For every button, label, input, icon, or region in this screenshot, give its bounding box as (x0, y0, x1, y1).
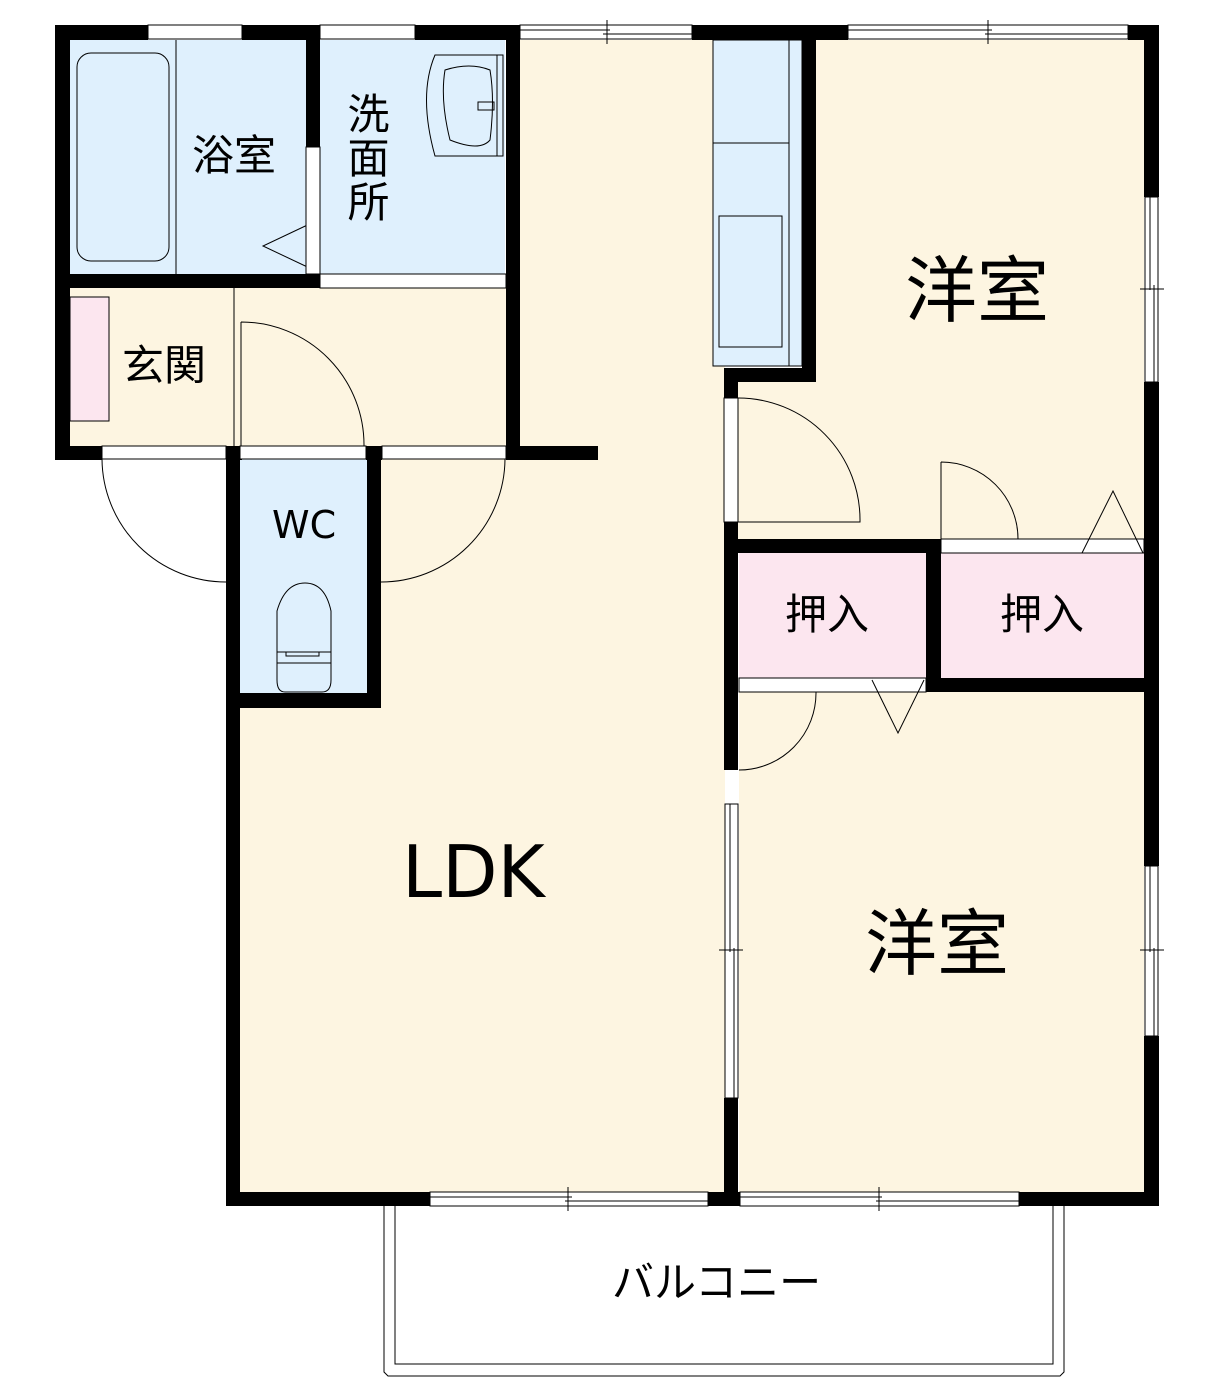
window-room-south-side (1144, 865, 1159, 1037)
room-label-closet-left: 押入 (785, 590, 870, 639)
closet-right-floor (941, 553, 1144, 678)
western-room-north-floor (816, 40, 1144, 540)
door-swing-hall (240, 321, 365, 447)
shoe-cabinet (69, 296, 110, 422)
room-label-toilet: WC (272, 503, 337, 547)
room-label-bathroom: 浴室 (192, 131, 277, 180)
wash-basin-icon (426, 54, 504, 157)
stove-icon (718, 215, 783, 348)
window-ldk-top (519, 24, 693, 40)
western-room-south-floor (739, 692, 1144, 1192)
walls (55, 25, 1159, 1206)
folding-door-icon (261, 219, 319, 273)
room-label-western-north: 洋室 (905, 249, 1050, 333)
bathtub-icon (76, 52, 170, 262)
room-label-entrance: 玄関 (122, 341, 207, 390)
washroom-floor (320, 40, 505, 274)
window-ldk-balcony (429, 1191, 709, 1207)
window-bathroom (147, 24, 243, 40)
closet-left-floor (739, 553, 926, 678)
room-label-closet-right: 押入 (1000, 590, 1085, 639)
floor-fills (69, 39, 1144, 1192)
window-ldk-partition (724, 803, 739, 1099)
door-swing-toilet (380, 458, 506, 583)
fixtures (76, 40, 504, 693)
door-swing-room-north (737, 397, 861, 523)
room-label-western-south: 洋室 (865, 902, 1010, 986)
door-swing-entry (101, 458, 227, 583)
balcony (383, 1206, 1065, 1377)
entrance-floor (70, 288, 506, 446)
openings (101, 20, 1164, 1211)
door-swing-room-south (738, 691, 817, 771)
toilet-floor (240, 459, 367, 693)
room-label-washroom: 洗面所 (341, 92, 390, 224)
bathroom-floor (70, 40, 306, 274)
window-washroom (319, 24, 416, 40)
toilet-icon (276, 582, 332, 693)
room-label-balcony: バルコニー (612, 1258, 822, 1307)
door-swings (101, 288, 1144, 771)
room-label-ldk: LDK (402, 830, 545, 914)
